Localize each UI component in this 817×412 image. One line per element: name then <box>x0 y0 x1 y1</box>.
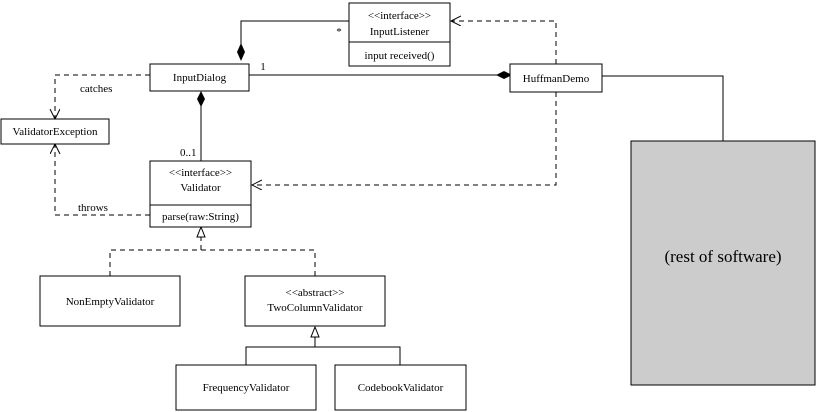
class-input-dialog[interactable]: InputDialog <box>149 63 250 92</box>
class-two-column-validator[interactable]: <<abstract>> TwoColumnValidator <box>244 275 386 327</box>
frequency-validator-name: FrequencyValidator <box>203 382 290 394</box>
two-column-validator-stereotype: <<abstract>> <box>285 287 344 299</box>
demo-rest-connector <box>602 75 724 141</box>
throws-dependency <box>55 144 150 216</box>
validator-multiplicity-label: 0..1 <box>180 147 197 159</box>
validator-realization-triangle <box>196 225 206 238</box>
twocolumn-generalization-triangle <box>310 325 320 338</box>
class-frequency-validator[interactable]: FrequencyValidator <box>175 364 317 411</box>
demo-validator-dependency <box>252 92 557 185</box>
demo-listener-dependency <box>451 21 557 64</box>
catches-label: catches <box>80 83 112 95</box>
dialog-listener-association <box>240 20 349 53</box>
input-dialog-name: InputDialog <box>173 72 227 84</box>
two-column-validator-name: TwoColumnValidator <box>267 302 363 314</box>
input-listener-stereotype: <<interface>> <box>368 10 431 22</box>
listener-multiplicity-label: * <box>336 26 342 38</box>
class-non-empty-validator[interactable]: NonEmptyValidator <box>39 275 181 327</box>
class-codebook-validator[interactable]: CodebookValidator <box>334 364 467 411</box>
dialog-demo-diamond <box>496 71 512 79</box>
class-validator-exception[interactable]: ValidatorException <box>0 118 110 145</box>
input-listener-operation: input received() <box>365 50 435 62</box>
input-listener-name: InputListener <box>370 26 430 38</box>
dialog-multiplicity-label: 1 <box>260 61 266 73</box>
validator-name: Validator <box>180 182 221 194</box>
catches-dependency <box>55 74 150 119</box>
rest-of-software-label: (rest of software) <box>664 247 781 266</box>
class-huffman-demo[interactable]: HuffmanDemo <box>509 63 603 93</box>
class-validator[interactable]: <<interface>> Validator parse(raw:String… <box>149 160 252 228</box>
codebook-validator-name: CodebookValidator <box>358 382 444 394</box>
validator-stereotype: <<interface>> <box>169 167 232 179</box>
throws-label: throws <box>78 202 108 214</box>
validator-realization-tree <box>109 249 316 276</box>
rest-of-software-block[interactable]: (rest of software) <box>630 140 816 386</box>
huffman-demo-name: HuffmanDemo <box>523 73 590 85</box>
validator-exception-name: ValidatorException <box>13 126 98 138</box>
class-input-listener[interactable]: <<interface>> InputListener input receiv… <box>348 2 451 67</box>
validator-operation: parse(raw:String) <box>162 211 239 223</box>
dialog-validator-diamond <box>197 91 205 107</box>
dialog-listener-diamond <box>237 43 245 61</box>
twocolumn-generalization-tree <box>245 346 401 365</box>
non-empty-validator-name: NonEmptyValidator <box>66 296 155 308</box>
